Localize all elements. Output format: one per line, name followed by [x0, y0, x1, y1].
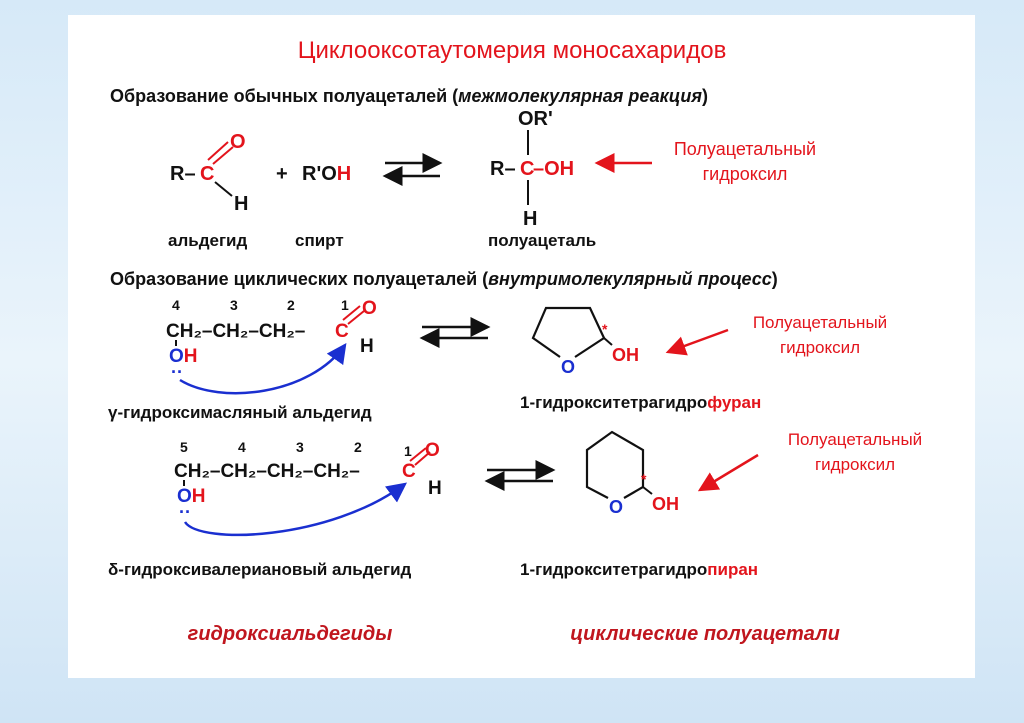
- svg-text:C: C: [520, 158, 534, 180]
- annotation-line2: гидроксил: [703, 164, 788, 184]
- svg-text:2: 2: [287, 297, 295, 313]
- tetrahydropyran-ring: O * OH: [585, 430, 679, 517]
- label-hydroxy-thp: 1-гидрокситетрагидропиран: [520, 560, 758, 579]
- svg-text:H: H: [523, 208, 537, 230]
- footer-cyclic-hemiacetals: циклические полуацетали: [570, 623, 840, 645]
- annotation-2-line1: Полуацетальный: [753, 313, 887, 332]
- svg-text:3: 3: [296, 439, 304, 455]
- aldehyde-structure: R– C O H: [170, 131, 248, 215]
- delta-hydroxypentanal: 5 4 3 2 1 CH₂–CH₂–CH₂–CH₂– C O H OH ··: [174, 439, 442, 537]
- footer-hydroxyaldehydes: гидроксиальдегиды: [188, 623, 393, 645]
- svg-text:C: C: [335, 321, 349, 342]
- annotation-arrow-2: [665, 328, 729, 356]
- svg-text:4: 4: [172, 297, 180, 313]
- svg-text:1: 1: [404, 443, 412, 459]
- svg-text:OH: OH: [652, 494, 679, 514]
- svg-text:O: O: [362, 298, 377, 319]
- svg-text:4: 4: [238, 439, 246, 455]
- svg-text:H: H: [360, 336, 374, 357]
- svg-text:C: C: [402, 461, 416, 482]
- label-hydroxy-thf: 1-гидрокситетрагидрофуран: [520, 393, 761, 412]
- svg-text:C: C: [200, 163, 214, 185]
- equilibrium-arrows-2: [419, 317, 491, 348]
- svg-text:H: H: [234, 193, 248, 215]
- label-delta-hydroxypentanal: δ-гидроксивалериановый альдегид: [108, 560, 412, 579]
- svg-text:R–: R–: [490, 158, 516, 180]
- svg-text:–OH: –OH: [533, 158, 574, 180]
- svg-text:OH: OH: [169, 346, 198, 367]
- svg-text:5: 5: [180, 439, 188, 455]
- equilibrium-arrows: [382, 153, 443, 186]
- svg-text:OH: OH: [177, 486, 206, 507]
- section1-heading: Образование обычных полуацеталей (межмол…: [110, 86, 708, 106]
- alcohol-formula: R'OH: [302, 163, 351, 185]
- slide-title: Циклооксотаутомерия моносахаридов: [298, 37, 727, 64]
- label-aldehyde: альдегид: [168, 231, 247, 250]
- svg-text:··: ··: [179, 502, 191, 522]
- section2-heading: Образование циклических полуацеталей (вн…: [110, 269, 778, 289]
- slide: [68, 15, 975, 678]
- svg-text:··: ··: [171, 362, 183, 382]
- svg-text:2: 2: [354, 439, 362, 455]
- tetrahydrofuran-ring: O * OH: [531, 306, 639, 377]
- svg-text:*: *: [602, 321, 608, 337]
- svg-text:OR': OR': [518, 108, 553, 130]
- svg-text:3: 3: [230, 297, 238, 313]
- hemiacetal-structure: R– C –OH OR' H: [490, 108, 574, 230]
- svg-text:O: O: [609, 497, 623, 517]
- svg-text:H: H: [428, 478, 442, 499]
- svg-text:O: O: [230, 131, 246, 153]
- annotation-3-line2: гидроксил: [815, 455, 895, 474]
- label-hemiacetal: полуацеталь: [488, 231, 596, 250]
- annotation-2-line2: гидроксил: [780, 338, 860, 357]
- svg-text:O: O: [425, 440, 440, 461]
- plus-sign: +: [276, 163, 288, 185]
- label-gamma-hydroxybutanal: γ-гидроксимасляный альдегид: [108, 403, 372, 422]
- svg-text:OH: OH: [612, 345, 639, 365]
- svg-text:CH₂–CH₂–CH₂–: CH₂–CH₂–CH₂–: [166, 321, 305, 342]
- svg-text:O: O: [561, 357, 575, 377]
- gamma-hydroxybutanal: 4 3 2 1 CH₂–CH₂–CH₂– C O H OH ··: [166, 297, 377, 395]
- svg-text:1: 1: [341, 297, 349, 313]
- annotation-line1: Полуацетальный: [674, 139, 816, 159]
- annotation-3-line1: Полуацетальный: [788, 430, 922, 449]
- svg-text:R–: R–: [170, 163, 196, 185]
- svg-text:*: *: [641, 471, 647, 487]
- svg-text:CH₂–CH₂–CH₂–CH₂–: CH₂–CH₂–CH₂–CH₂–: [174, 461, 360, 482]
- equilibrium-arrows-3: [484, 460, 556, 491]
- annotation-arrow-3: [697, 453, 759, 492]
- label-alcohol: спирт: [295, 231, 344, 250]
